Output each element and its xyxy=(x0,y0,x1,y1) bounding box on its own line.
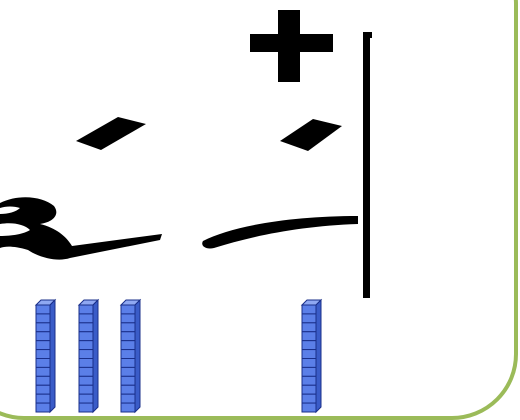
unit-cube xyxy=(36,341,50,350)
unit-cube xyxy=(121,305,135,314)
unit-cube xyxy=(302,359,316,368)
rods-right-group xyxy=(302,300,321,412)
unit-cube xyxy=(302,341,316,350)
unit-cube xyxy=(302,403,316,412)
unit-cube xyxy=(79,367,93,376)
unit-cube xyxy=(302,323,316,332)
ten-rod-left xyxy=(79,300,98,412)
unit-cube xyxy=(36,359,50,368)
unit-cube xyxy=(36,323,50,332)
unit-cube xyxy=(121,359,135,368)
unit-cube xyxy=(121,314,135,323)
unit-cube xyxy=(302,332,316,341)
unit-cube xyxy=(79,341,93,350)
unit-cube xyxy=(121,323,135,332)
unit-cube xyxy=(121,332,135,341)
digit-three-icon xyxy=(0,117,162,260)
unit-cube xyxy=(79,305,93,314)
unit-cube xyxy=(79,394,93,403)
unit-cube xyxy=(79,350,93,359)
digit-one-icon xyxy=(202,119,358,249)
unit-cube xyxy=(79,323,93,332)
rods-left-group xyxy=(36,300,140,412)
unit-cube xyxy=(121,341,135,350)
ten-rod-right xyxy=(302,300,321,412)
unit-cube xyxy=(121,350,135,359)
unit-cube xyxy=(79,376,93,385)
unit-cube xyxy=(302,314,316,323)
unit-cube xyxy=(36,332,50,341)
unit-cube xyxy=(302,367,316,376)
unit-cube xyxy=(79,385,93,394)
unit-cube xyxy=(302,394,316,403)
unit-cube xyxy=(79,403,93,412)
unit-cube xyxy=(36,314,50,323)
unit-cube xyxy=(36,376,50,385)
unit-cube xyxy=(36,394,50,403)
ten-rod-left xyxy=(36,300,55,412)
unit-cube xyxy=(36,350,50,359)
unit-cube xyxy=(121,367,135,376)
plus-sign-icon xyxy=(250,10,333,82)
unit-cube xyxy=(79,332,93,341)
unit-cube xyxy=(302,305,316,314)
vertical-divider-line xyxy=(363,32,370,298)
unit-cube xyxy=(79,314,93,323)
unit-cube xyxy=(302,350,316,359)
unit-cube xyxy=(121,376,135,385)
unit-cube xyxy=(36,403,50,412)
unit-cube xyxy=(121,385,135,394)
unit-cube xyxy=(121,403,135,412)
unit-cube xyxy=(36,385,50,394)
ten-rod-left xyxy=(121,300,140,412)
unit-cube xyxy=(302,385,316,394)
unit-cube xyxy=(36,305,50,314)
unit-cube xyxy=(79,359,93,368)
unit-cube xyxy=(302,376,316,385)
unit-cube xyxy=(121,394,135,403)
unit-cube xyxy=(36,367,50,376)
